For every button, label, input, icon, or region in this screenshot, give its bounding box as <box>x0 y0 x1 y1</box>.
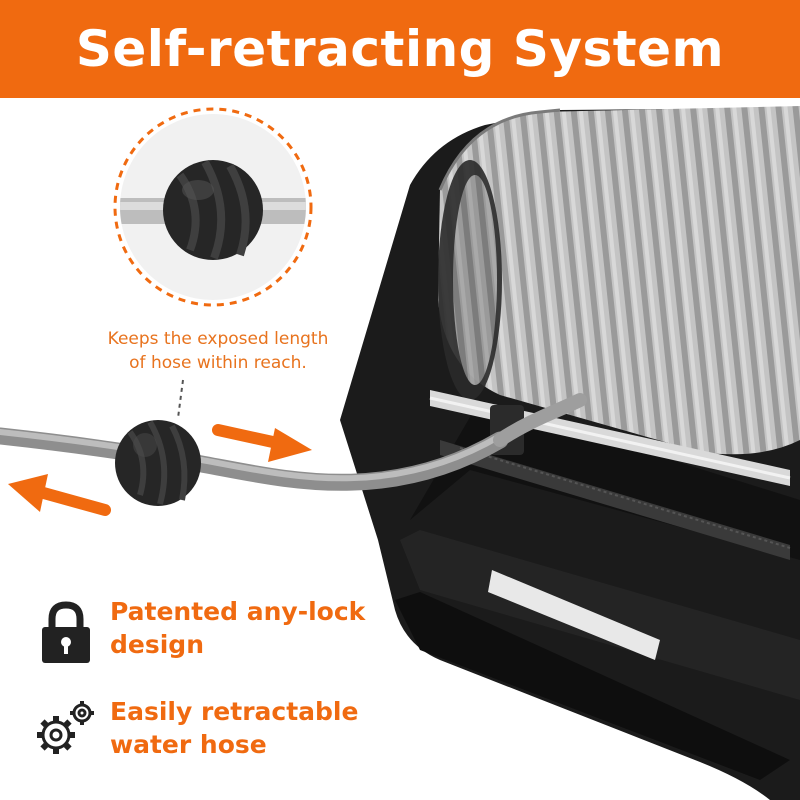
feature-retractable-line-2: water hose <box>110 730 267 759</box>
page-title: Self-retracting System <box>75 20 725 78</box>
feature-any-lock-line-1: Patented any-lock <box>110 597 366 626</box>
caption-line-1: Keeps the exposed length <box>107 329 329 349</box>
callout-caption: Keeps the exposed length of hose within … <box>78 327 358 375</box>
feature-any-lock: Patented any-lock design <box>30 595 365 667</box>
water-hose <box>0 427 509 491</box>
extend-arrow-left <box>8 474 111 516</box>
gears-icon <box>37 701 94 754</box>
hose-drum <box>438 106 800 455</box>
housing-label <box>488 570 660 660</box>
feature-any-lock-line-2: design <box>110 630 204 659</box>
title-banner: Self-retracting System <box>0 0 800 98</box>
padlock-icon <box>42 601 90 663</box>
feature-retractable-hose: Easily retractable water hose <box>30 695 358 767</box>
hose-stopper-ball <box>115 420 201 506</box>
caption-line-2: of hose within reach. <box>129 353 307 373</box>
feature-retractable-line-1: Easily retractable <box>110 697 359 726</box>
stopper-zoom-callout <box>113 107 313 419</box>
retract-arrow-right <box>212 424 312 462</box>
